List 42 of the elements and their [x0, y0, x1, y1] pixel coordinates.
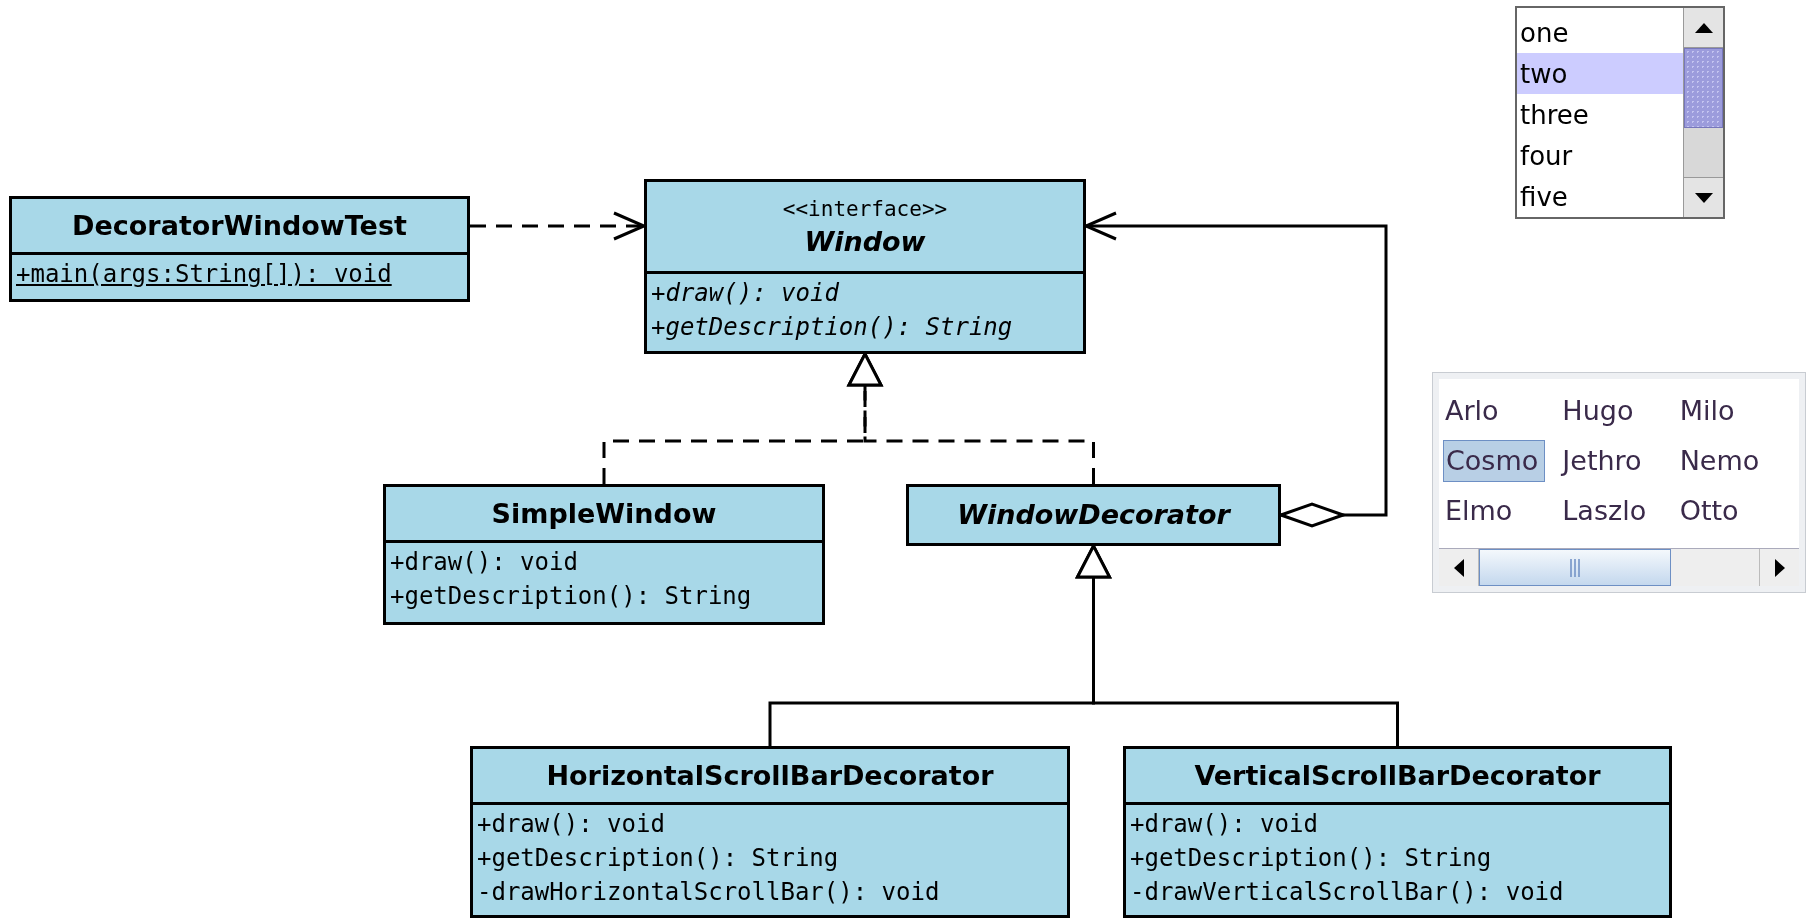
method-text: +draw(): void	[1130, 809, 1318, 840]
class-name: Window	[804, 224, 926, 259]
class-name: SimpleWindow	[491, 496, 717, 531]
method-text: +main(args:String[]): void	[16, 259, 392, 290]
class-box	[383, 484, 825, 625]
grid-item: Arlo	[1444, 394, 1500, 428]
dashed-arrow	[470, 211, 646, 241]
class-box	[9, 196, 470, 302]
dashed-arrow	[847, 352, 1095, 484]
method-text: +draw(): void	[390, 547, 578, 578]
list-item: three	[1520, 99, 1589, 130]
method-text: +getDescription(): String	[477, 843, 839, 874]
method-text: +getDescription(): String	[390, 581, 752, 612]
list-item: one	[1520, 17, 1569, 48]
grid-item: Laszlo	[1561, 494, 1648, 528]
class-name: VerticalScrollBarDecorator	[1194, 758, 1601, 793]
grid-item: Milo	[1678, 394, 1736, 428]
method-text: +draw(): void	[651, 278, 839, 309]
method-text: -drawVerticalScrollBar(): void	[1130, 877, 1564, 908]
class-box	[906, 484, 1281, 546]
grid-item: Cosmo	[1443, 440, 1546, 482]
aggregation-arrow	[1084, 211, 1388, 528]
grid-item: Jethro	[1560, 444, 1643, 478]
class-name: HorizontalScrollBarDecorator	[546, 758, 994, 793]
class-name: WindowDecorator	[957, 498, 1230, 532]
class-box	[1123, 746, 1672, 918]
inheritance-arrow	[1076, 544, 1399, 746]
grid-item: Hugo	[1561, 394, 1635, 428]
method-text: +getDescription(): String	[651, 312, 1013, 343]
class-box	[470, 746, 1070, 918]
list-item: two	[1520, 58, 1568, 89]
method-text: +draw(): void	[477, 809, 665, 840]
grid-item: Otto	[1678, 494, 1740, 528]
grid-item: Elmo	[1444, 494, 1514, 528]
method-text: -drawHorizontalScrollBar(): void	[477, 877, 940, 908]
list-item: five	[1520, 181, 1568, 212]
method-text: +getDescription(): String	[1130, 843, 1492, 874]
list-item: four	[1520, 140, 1573, 171]
grid-item: Nemo	[1678, 444, 1761, 478]
stereotype-label: <<interface>>	[782, 195, 948, 223]
class-box	[644, 179, 1086, 354]
class-name: DecoratorWindowTest	[72, 208, 407, 243]
